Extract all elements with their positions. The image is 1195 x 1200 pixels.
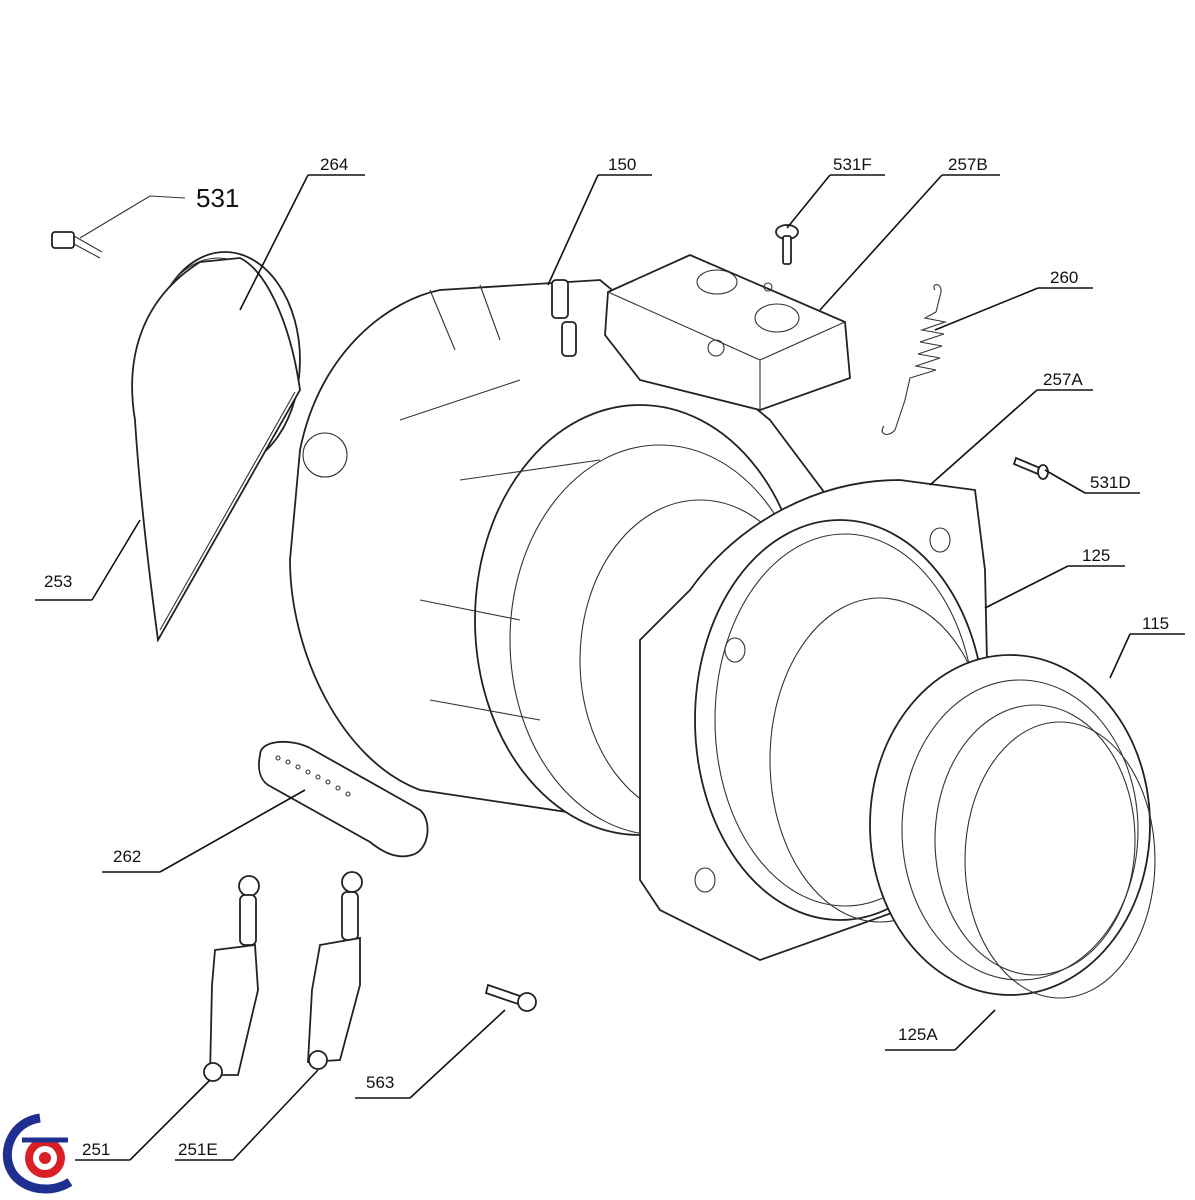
label-262: 262 bbox=[113, 847, 141, 866]
label-531f: 531F bbox=[833, 155, 872, 174]
label-150: 150 bbox=[608, 155, 636, 174]
part-257b-counterweight bbox=[604, 254, 851, 411]
leader-lines bbox=[35, 174, 1185, 1161]
part-125a-clamp bbox=[964, 721, 1156, 999]
part-531-bolt bbox=[51, 195, 186, 259]
label-251e: 251E bbox=[178, 1140, 218, 1159]
part-563-pin bbox=[484, 983, 537, 1012]
label-531: 531 bbox=[196, 183, 239, 213]
label-260: 260 bbox=[1050, 268, 1078, 287]
part-531f-screw bbox=[775, 224, 799, 265]
label-251: 251 bbox=[82, 1140, 110, 1159]
label-115: 115 bbox=[1142, 614, 1169, 633]
label-125a: 125A bbox=[898, 1025, 938, 1044]
part-251-shock-absorber bbox=[203, 875, 260, 1082]
label-125: 125 bbox=[1082, 546, 1110, 565]
label-264: 264 bbox=[320, 155, 348, 174]
label-253: 253 bbox=[44, 572, 72, 591]
part-531d-screw bbox=[1012, 456, 1049, 480]
label-531d: 531D bbox=[1090, 473, 1131, 492]
part-260-spring bbox=[881, 284, 948, 435]
label-257b: 257B bbox=[948, 155, 988, 174]
brand-logo bbox=[2, 1113, 73, 1194]
label-257a: 257A bbox=[1043, 370, 1083, 389]
label-563: 563 bbox=[366, 1073, 394, 1092]
part-262-heater bbox=[258, 740, 429, 858]
part-253-belt bbox=[131, 257, 301, 643]
part-115-door-seal bbox=[869, 654, 1151, 996]
part-251e-shock-absorber bbox=[307, 871, 363, 1070]
